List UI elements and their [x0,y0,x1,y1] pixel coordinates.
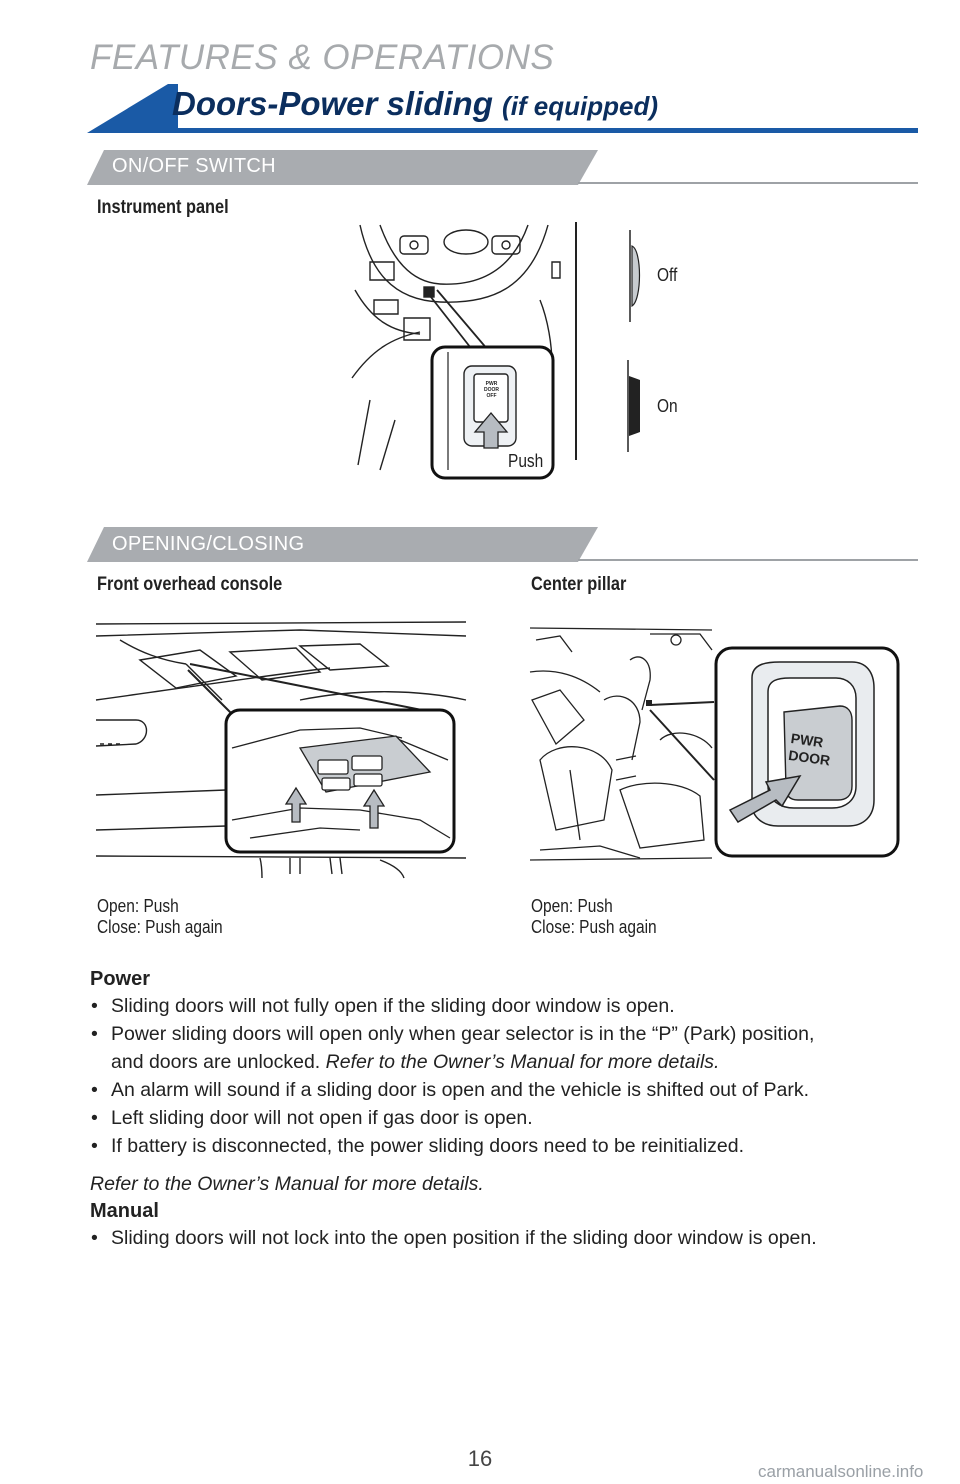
console-caption-close: Close: Push again [97,917,223,937]
manual-bullets: Sliding doors will not lock into the ope… [90,1224,940,1252]
title-bar-rule [150,128,918,133]
pillar-button-text: PWR DOOR [787,730,833,770]
title-bar-accent [87,84,178,133]
bullet-text: Left sliding door will not open if gas d… [111,1107,533,1129]
onoff-banner-shape [87,150,598,185]
instrument-panel-label: Instrument panel [97,197,229,218]
page-number: 16 [467,1446,493,1471]
pillar-push-arrow-icon [728,774,802,824]
manual-heading: Manual [90,1200,159,1222]
button-text-pwr: PWR [485,381,498,387]
power-bullets: Sliding doors will not fully open if the… [90,992,930,1160]
switch-on-state-icon [629,376,640,436]
title-qualifier: (if equipped) [502,91,659,121]
opening-banner-rule [578,559,918,561]
right-switch-arrow-icon [362,788,386,829]
center-pillar-label: Center pillar [531,574,627,595]
onoff-banner-rule [578,182,918,184]
onoff-banner-graphic [87,150,918,185]
switch-button-text: PWR DOOR OFF [480,381,503,399]
list-item: Left sliding door will not open if gas d… [90,1104,930,1132]
bullet-text: An alarm will sound if a sliding door is… [111,1079,810,1101]
pillar-caption: Open: Push Close: Push again [531,896,657,938]
title-main: Doors-Power sliding [172,85,493,122]
bullet-text: If battery is disconnected, the power sl… [111,1135,745,1157]
power-section: Power Sliding doors will not fully open … [90,966,930,1198]
onoff-banner-title: ON/OFF SWITCH [112,155,276,177]
list-item: If battery is disconnected, the power sl… [90,1132,930,1160]
bullet-text: Power sliding doors will open only when … [111,1023,815,1045]
list-item: An alarm will sound if a sliding door is… [90,1076,930,1104]
front-overhead-console-label: Front overhead console [97,574,283,595]
list-item: Power sliding doors will open only when … [90,1020,930,1076]
console-caption-open: Open: Push [97,896,179,916]
page-title: Doors-Power sliding (if equipped) [172,85,658,123]
manual-section: Manual Sliding doors will not lock into … [90,1198,940,1252]
overhead-console-illustration [95,621,467,879]
bullet-text: Sliding doors will not lock into the ope… [111,1227,817,1249]
switch-off-state-icon [631,245,641,308]
title-bar-graphic [87,84,918,133]
section-header: FEATURES & OPERATIONS [90,38,555,77]
watermark: carmanualsonline.info [758,1462,924,1481]
pillar-caption-open: Open: Push [531,896,613,916]
off-label: Off [657,265,678,285]
bullet-text-cont: and doors are unlocked. [111,1051,326,1073]
left-switch-arrow-icon [284,786,308,823]
on-label: On [657,396,678,416]
power-heading: Power [90,968,151,990]
push-arrow-icon [473,411,509,449]
center-pillar-illustration [529,627,900,861]
instrument-panel-illustration [351,222,641,480]
power-note: Refer to the Owner’s Manual for more det… [90,1173,484,1195]
push-label: Push [508,451,544,471]
list-item: Sliding doors will not lock into the ope… [90,1224,940,1252]
list-item: Sliding doors will not fully open if the… [90,992,930,1020]
button-text-off: OFF [486,393,497,399]
opening-banner-shape [87,527,598,562]
console-caption: Open: Push Close: Push again [97,896,223,938]
bullet-text: Sliding doors will not fully open if the… [111,995,675,1017]
pillar-caption-close: Close: Push again [531,917,657,937]
bullet-italic-ref: Refer to the Owner’s Manual for more det… [325,1051,720,1073]
opening-banner-title: OPENING/CLOSING [112,533,305,555]
button-text-door: DOOR [484,387,499,393]
opening-banner-graphic [87,527,918,562]
